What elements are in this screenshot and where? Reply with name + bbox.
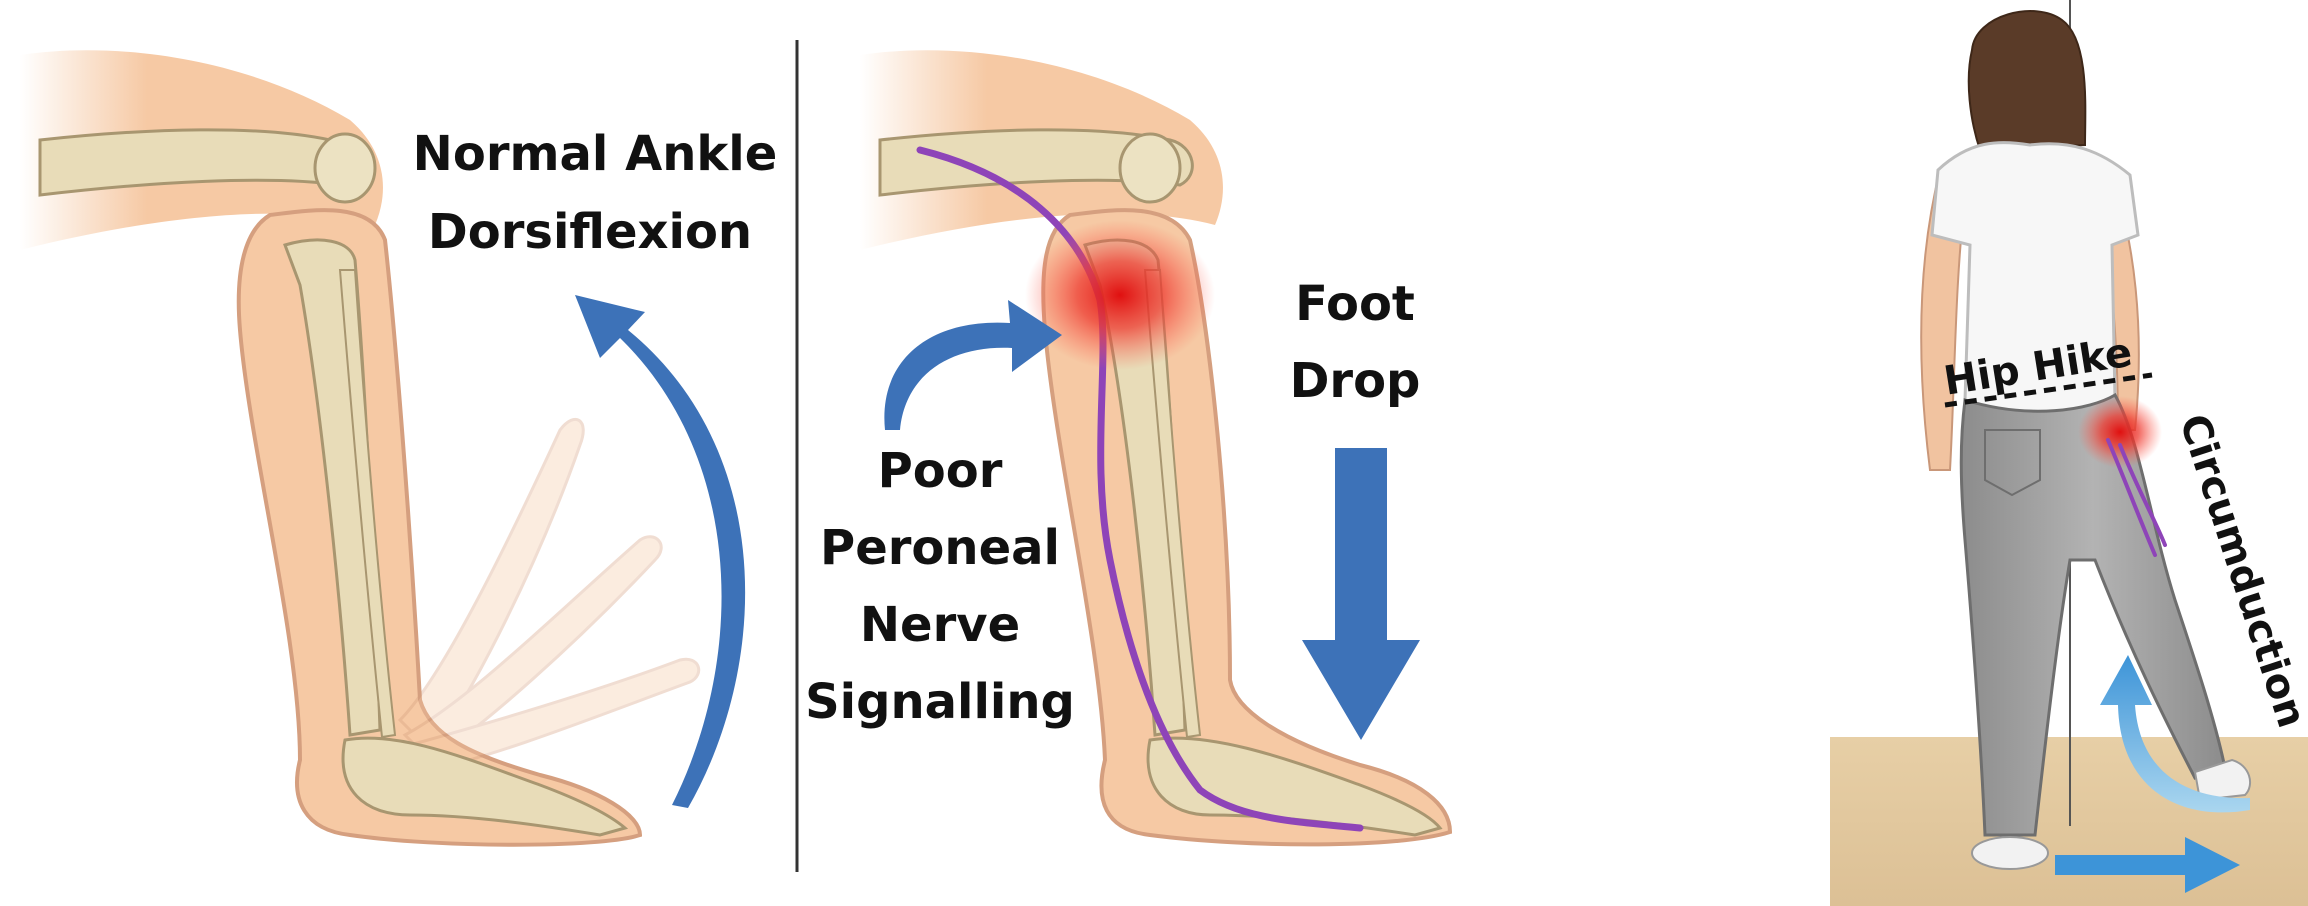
foot-drop-label-line2: Drop (1290, 353, 1421, 409)
foot-drop-arrow (1302, 448, 1420, 740)
panel-compensation-gait: Hip Hike Circumduction (1830, 0, 2308, 906)
knee-cap (1120, 134, 1180, 202)
left-shoe (1972, 837, 2048, 869)
nerve-signal-arrow (884, 300, 1062, 430)
nerve-label-line2: Peroneal (820, 520, 1060, 576)
panel-normal-ankle: Normal Ankle Dorsiflexion (20, 50, 777, 845)
knee-cap (315, 134, 375, 202)
panel-foot-drop: Foot Drop Poor Peroneal Nerve Signalling (805, 50, 1450, 844)
normal-ankle-title-line1: Normal Ankle (413, 126, 778, 182)
nerve-label-line1: Poor (878, 443, 1003, 499)
hip-pain-glow (2078, 396, 2162, 468)
nerve-label-line3: Nerve (860, 597, 1020, 653)
foot-drop-label-line1: Foot (1295, 276, 1415, 332)
nerve-compression-glow (1025, 220, 1215, 370)
foot-motion-ghosts (400, 419, 699, 770)
normal-ankle-title-line2: Dorsiflexion (428, 204, 752, 260)
hair (1969, 11, 2086, 150)
nerve-label-line4: Signalling (805, 674, 1075, 730)
